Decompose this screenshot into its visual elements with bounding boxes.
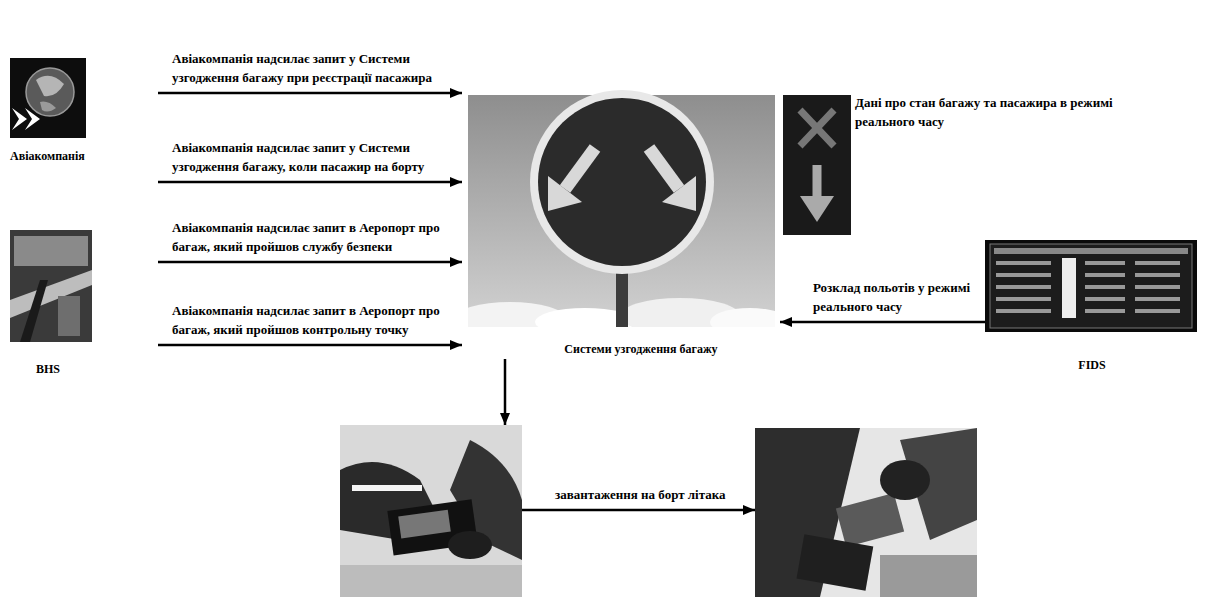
screen-row — [1135, 309, 1180, 313]
screen-row — [1085, 285, 1125, 289]
worker — [880, 460, 930, 500]
screen-row — [1135, 273, 1180, 277]
photo-light — [14, 236, 88, 266]
scanner-screen — [398, 510, 451, 539]
sign-arrow — [548, 176, 582, 211]
cloud — [710, 308, 775, 327]
icon-ground — [783, 95, 851, 235]
node-label: Системи узгодження багажу — [502, 340, 780, 359]
flow-arrow — [158, 92, 462, 95]
airline-icon — [10, 58, 86, 138]
node-label: BHS — [36, 360, 158, 379]
bag — [797, 534, 874, 590]
screen-row — [996, 285, 1051, 289]
down-arrow — [800, 196, 834, 222]
node-label: Авіакомпанія — [10, 147, 158, 166]
reflective-stripe — [352, 485, 422, 491]
cross-mark — [800, 110, 834, 146]
central-system: Системи узгодження багажу — [462, 88, 780, 359]
node-label: FIDS — [985, 356, 1199, 375]
flow-arrow — [158, 344, 462, 347]
photo-box — [755, 428, 977, 597]
photo-ground — [340, 425, 522, 597]
belt-loader — [880, 555, 977, 597]
image-spacer — [985, 238, 1199, 356]
screen-row — [996, 273, 1051, 277]
glove — [448, 531, 492, 559]
text-holder: FIDS — [985, 356, 1199, 375]
sign-rim — [530, 90, 714, 274]
cross-mark — [800, 110, 834, 146]
bhs-photo — [10, 230, 92, 342]
flow-arrow — [504, 359, 507, 425]
source-icon: Авіакомпанія — [8, 55, 158, 197]
sign-face — [538, 98, 706, 266]
globe — [26, 68, 74, 116]
fids-screen — [985, 240, 1197, 332]
image-spacer — [8, 225, 158, 360]
text-holder: Авіакомпанія — [8, 147, 158, 166]
flow-arrow — [780, 321, 985, 324]
sign-arrow — [649, 148, 679, 189]
text-holder: BHS — [8, 360, 158, 379]
globe-rim — [26, 68, 74, 116]
arrow-label: Авіакомпанія надсилає запит в Аеропорт п… — [172, 218, 447, 256]
fids-screen: FIDS — [985, 238, 1199, 375]
status-icon — [783, 95, 851, 235]
pole — [616, 268, 628, 327]
image-spacer — [783, 93, 855, 94]
screen-row — [996, 309, 1051, 313]
image-spacer — [8, 55, 158, 147]
arrow-label: Розклад польотів у режимі реального часу — [813, 278, 983, 316]
screen-row — [1135, 285, 1180, 289]
arrow-label: завантаження на борт літака — [555, 485, 740, 504]
flow-arrow — [158, 181, 462, 184]
screen-row — [1085, 297, 1125, 301]
chevron — [12, 108, 27, 130]
arrow-label: Авіакомпанія надсилає запит в Аеропорт п… — [172, 301, 447, 339]
bag — [836, 493, 904, 547]
globe-land — [36, 76, 64, 96]
flow-arrow — [522, 509, 755, 512]
scan-photo — [340, 425, 522, 597]
screen-row — [996, 297, 1051, 301]
flow-arrow — [158, 261, 462, 264]
text-holder: Дані про стан багажу та пасажира в режим… — [855, 93, 1117, 235]
down-arrow — [813, 165, 822, 200]
node-label: Дані про стан багажу та пасажира в режим… — [855, 93, 1117, 131]
arrow-label: Авіакомпанія надсилає запит у Системи уз… — [172, 138, 447, 176]
screen — [990, 244, 1192, 328]
sky — [468, 95, 775, 327]
photo-box — [340, 425, 522, 597]
screen-frame — [985, 240, 1197, 332]
screen-row — [1085, 273, 1125, 277]
sign-arrow — [565, 148, 595, 189]
arrow-label: Авіакомпанія надсилає запит у Системи уз… — [172, 49, 447, 87]
screen-row — [1085, 309, 1125, 313]
table — [340, 565, 522, 597]
icon-ground — [10, 58, 86, 138]
bag — [58, 296, 80, 336]
screen-header — [994, 248, 1188, 254]
image-spacer — [462, 88, 780, 340]
photo-ground — [10, 230, 92, 342]
screen-row — [1085, 261, 1125, 265]
sign-arrow — [662, 176, 696, 211]
screen-row — [1135, 261, 1180, 265]
loading-photo — [755, 428, 977, 597]
frame — [20, 280, 48, 342]
text-holder: Системи узгодження багажу — [462, 340, 780, 359]
screen-row — [996, 261, 1051, 265]
status-icon: Дані про стан багажу та пасажира в режим… — [783, 93, 1128, 235]
sign-photo — [455, 90, 790, 336]
screen-column — [1062, 258, 1076, 318]
source-icon: BHS — [8, 225, 158, 385]
screen-row — [1135, 297, 1180, 301]
chevron — [25, 108, 40, 130]
globe-land — [40, 102, 56, 112]
photo-ground — [755, 428, 977, 597]
